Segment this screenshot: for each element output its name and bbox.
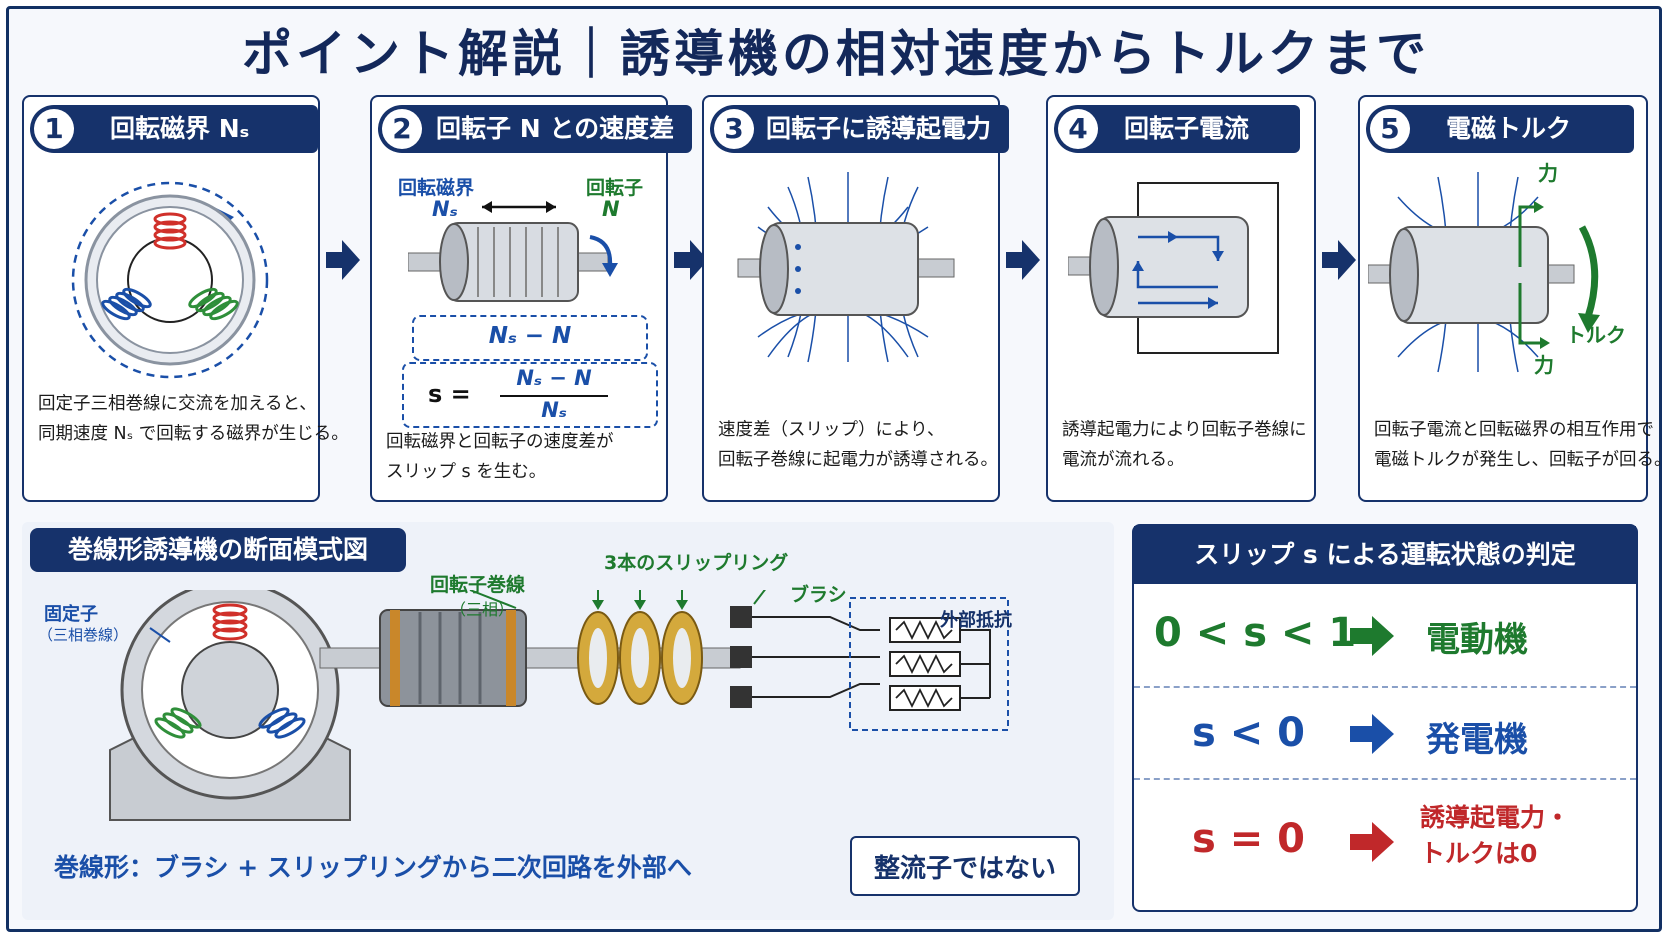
step-2-caption-line-2: スリップ s を生む。 [386, 462, 547, 482]
step-2-caption-line-1: 回転磁界と回転子の速度差が [386, 432, 614, 452]
not-commutator-label: 整流子ではない [873, 854, 1056, 884]
stator-sub-label: （三相巻線） [38, 626, 129, 644]
step-4-caption: 誘導起電力により回転子巻線に 電流が流れる。 [1062, 415, 1307, 475]
arrow-right-icon [1350, 616, 1394, 656]
step-3-header: 3 回転子に誘導起電力 [710, 105, 1010, 153]
brush-label: ブラシ [790, 584, 847, 606]
step-4-title: 回転子電流 [1124, 114, 1250, 143]
external-resistor-label: 外部抵抗 [940, 610, 1012, 631]
formula-s-numerator: Nₛ − N [516, 366, 592, 390]
force-top-label: 力 [1538, 161, 1558, 185]
step-2-panel: 2 回転子 N との速度差 回転磁界 Nₛ 回転子 N Nₛ − N s = N… [370, 95, 693, 502]
step-4-header: 4 回転子電流 [1054, 105, 1300, 153]
condition-motor: 0 < s < 1 [1154, 610, 1357, 656]
flow-arrow-2-icon [674, 240, 708, 280]
step-4-caption-line-1: 誘導起電力により回転子巻線に [1062, 420, 1307, 440]
step-1-title: 回転磁界 Nₛ [110, 114, 250, 143]
step-4-panel: 4 回転子電流 誘導起電力により回転子巻線に 電流が流れる。 [1046, 95, 1316, 502]
rotor-current-illustration [1068, 182, 1279, 354]
rotating-field-illustration [71, 181, 269, 379]
wound-rotor-machine-illustration [109, 590, 1009, 821]
formula-diff: Nₛ − N [488, 323, 572, 349]
step-5-caption: 回転子電流と回転磁界の相互作用で 電磁トルクが発生し、回転子が回る。 [1374, 415, 1672, 475]
cross-section-title: 巻線形誘導機の断面模式図 [30, 528, 406, 572]
step-1-panel: 1 回転磁界 Nₛ 回定子三相巻線に交流を加えると、 同期速度 Nₛ で回転する… [22, 95, 349, 502]
result-zero-line-2: トルクは0 [1420, 839, 1538, 868]
step-5-header: 5 電磁トルク [1366, 105, 1634, 153]
formula-s-denominator: Nₛ [541, 398, 567, 422]
arrow-right-icon [1350, 822, 1394, 862]
wound-rotor-summary: 巻線形：ブラシ + スリップリングから二次回路を外部へ [54, 853, 692, 882]
condition-zero: s = 0 [1192, 816, 1306, 862]
step-3-caption: 速度差（スリップ）により、 回転子巻線に起電力が誘導される。 [718, 415, 998, 475]
fraction-bar [500, 395, 608, 397]
result-zero-line-1: 誘導起電力・ [1420, 803, 1571, 832]
step-3-panel: 3 回転子に誘導起電力 速度差（スリップ）により、 回転子巻線に起電力が誘導され… [702, 95, 1010, 502]
step-2-caption: 回転磁界と回転子の速度差が スリップ s を生む。 [386, 427, 658, 487]
step-1-caption: 回定子三相巻線に交流を加えると、 同期速度 Nₛ で回転する磁界が生じる。 [38, 389, 349, 449]
not-commutator-box: 整流子ではない [850, 836, 1080, 896]
page-title: ポイント解説｜誘導機の相対速度からトルクまで [242, 25, 1430, 83]
step-1-caption-line-2: 同期速度 Nₛ で回転する磁界が生じる。 [38, 424, 349, 444]
step-1-number: 1 [34, 109, 74, 149]
speed-diff-illustration [408, 201, 618, 302]
rotor-label: 回転子 [586, 177, 644, 199]
judgment-row-generator: s < 0 発電機 [1134, 688, 1636, 780]
force-bottom-label: 力 [1534, 353, 1554, 377]
step-5-caption-line-1: 回転子電流と回転磁界の相互作用で [1374, 420, 1654, 440]
formula-s-left: s = [428, 380, 471, 408]
slip-formula-box: s = Nₛ − N Nₛ [402, 362, 658, 428]
torque-illustration [1368, 172, 1600, 373]
step-2-title: 回転子 N との速度差 [436, 114, 675, 143]
torque-label: トルク [1566, 323, 1626, 347]
step-3-title: 回転子に誘導起電力 [766, 114, 992, 143]
step-4-caption-line-2: 電流が流れる。 [1062, 450, 1185, 470]
judgment-row-zero: s = 0 誘導起電力・ トルクは0 [1134, 780, 1636, 910]
rotor-winding-label: 回転子巻線 [430, 574, 526, 596]
judgment-panel: スリップ s による運転状態の判定 0 < s < 1 電動機 s < 0 発電… [1132, 524, 1638, 912]
induced-emf-illustration [737, 172, 955, 363]
step-3-caption-line-1: 速度差（スリップ）により、 [718, 420, 945, 440]
step-5-title: 電磁トルク [1446, 114, 1572, 143]
condition-generator: s < 0 [1192, 710, 1306, 756]
result-generator: 発電機 [1426, 720, 1528, 760]
judgment-title: スリップ s による運転状態の判定 [1134, 526, 1636, 584]
step-1-header: 1 回転磁界 Nₛ [30, 105, 318, 153]
field-symbol: Nₛ [432, 197, 458, 221]
judgment-row-motor: 0 < s < 1 電動機 [1134, 586, 1636, 688]
step-5-number: 5 [1370, 109, 1410, 149]
flow-arrow-1-icon [326, 240, 360, 280]
stator-label: 固定子 [44, 604, 98, 625]
rotor-winding-sub-label: （三相） [450, 600, 515, 619]
diff-box: Nₛ − N [412, 315, 648, 361]
arrow-right-icon [1350, 714, 1394, 754]
flow-arrow-3-icon [1006, 240, 1040, 280]
step-4-number: 4 [1058, 109, 1098, 149]
step-1-caption-line-1: 回定子三相巻線に交流を加えると、 [38, 394, 317, 414]
field-label: 回転磁界 [398, 177, 475, 199]
slip-rings-label: 3本のスリップリング [604, 552, 789, 574]
step-3-number: 3 [714, 109, 754, 149]
step-5-caption-line-2: 電磁トルクが発生し、回転子が回る。 [1374, 450, 1672, 470]
step-5-panel: 5 電磁トルク 力 トルク 力 回転子電流と回転磁界の相互作用で 電磁トルクが発… [1358, 95, 1672, 502]
step-2-header: 2 回転子 N との速度差 [378, 105, 693, 153]
step-3-caption-line-2: 回転子巻線に起電力が誘導される。 [718, 450, 998, 470]
rotor-symbol: N [602, 197, 620, 221]
flow-arrow-4-icon [1322, 240, 1356, 280]
result-motor: 電動機 [1426, 620, 1528, 660]
step-2-number: 2 [382, 109, 422, 149]
